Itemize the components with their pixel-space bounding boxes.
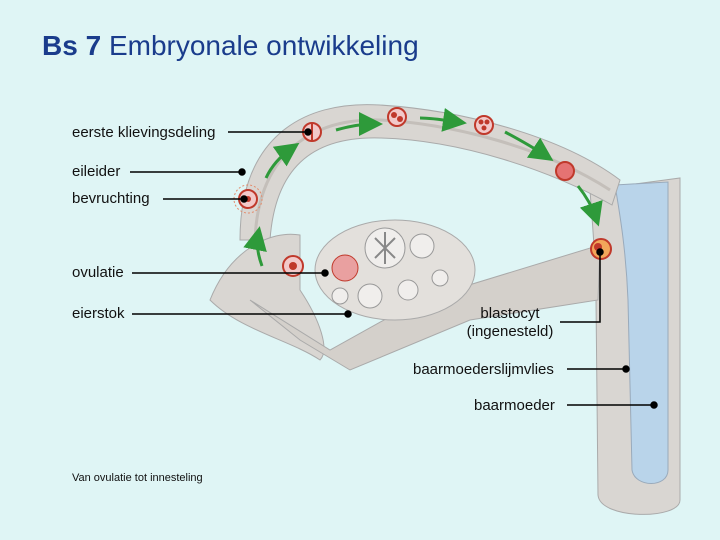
label-baarmoederslijmvlies: baarmoederslijmvlies: [413, 361, 554, 379]
label-ovulatie: ovulatie: [72, 264, 124, 282]
label-eierstok: eierstok: [72, 305, 125, 323]
figure-caption: Van ovulatie tot innesteling: [72, 472, 203, 484]
egg-cleavage-3: [475, 116, 493, 134]
label-blastocyt-line2: (ingenesteld): [460, 323, 560, 341]
label-bevruchting: bevruchting: [72, 190, 150, 208]
label-blastocyt-line1: blastocyt: [460, 305, 560, 323]
egg-cleavage-2: [388, 108, 406, 126]
label-eileider: eileider: [72, 163, 120, 181]
uterus: [590, 178, 680, 514]
label-eerste-klievingsdeling: eerste klievingsdeling: [72, 124, 215, 142]
label-baarmoeder: baarmoeder: [474, 397, 555, 415]
ovary: [315, 220, 475, 320]
egg-morula: [556, 162, 574, 180]
label-blastocyt: blastocyt (ingenesteld): [460, 305, 560, 341]
